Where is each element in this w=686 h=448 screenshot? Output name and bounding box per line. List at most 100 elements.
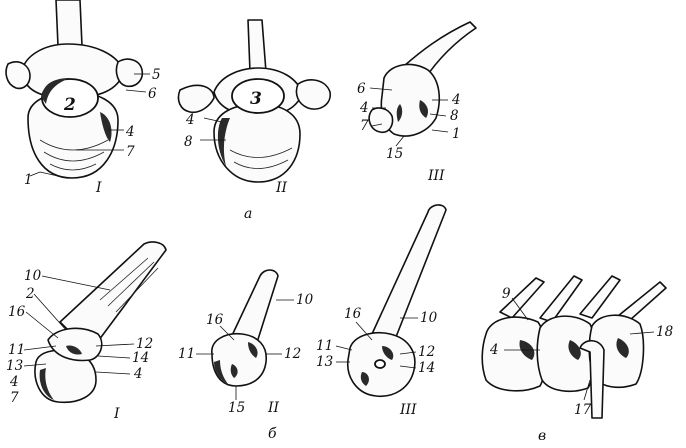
figure-c: 9 4 17 18	[481, 275, 674, 419]
spinous-process	[55, 0, 83, 47]
foramen-shade	[230, 364, 238, 378]
figure-a-II: 3 4 8 II	[177, 19, 331, 196]
label-b1-4a: 4	[9, 374, 19, 390]
label-b2-10: 10	[296, 292, 314, 308]
leader-1	[431, 129, 449, 133]
vertebra-1	[481, 316, 547, 392]
leader-6	[125, 89, 147, 93]
view-a-I: I	[95, 180, 102, 196]
shade-2	[568, 340, 581, 360]
label-b2-15: 15	[228, 400, 245, 416]
label-b2-12: 12	[284, 346, 301, 362]
leader-12	[399, 351, 417, 355]
leader-7	[371, 123, 383, 127]
label-b1-7: 7	[10, 390, 19, 406]
view-a-III: III	[427, 168, 445, 184]
label-b3-13: 13	[316, 354, 333, 370]
leader-14	[399, 365, 417, 369]
label-a3-8: 8	[450, 108, 459, 124]
transverse-process-right	[115, 58, 144, 88]
leader-18	[629, 331, 655, 335]
figure-b-III: 16 10 11 13 12 14 III	[316, 204, 447, 418]
label-b3-11: 11	[316, 338, 333, 354]
label-b1-4b: 4	[133, 366, 143, 382]
label-a3-6: 6	[357, 81, 366, 97]
label-b1-10: 10	[24, 268, 42, 284]
label-b1-16: 16	[8, 304, 26, 320]
label-a3-4l: 4	[359, 100, 369, 116]
label-b1-2: 2	[25, 286, 35, 302]
vertebral-body	[34, 349, 97, 404]
facet-shade	[382, 346, 394, 360]
facet-shade	[66, 345, 82, 355]
leader-16	[355, 321, 373, 341]
label-b3-14: 14	[418, 360, 435, 376]
view-b-III: III	[399, 402, 417, 418]
vertebra-2	[536, 315, 596, 393]
label-a1-2: 2	[63, 95, 76, 115]
spinous-process	[371, 204, 447, 343]
label-a3-7: 7	[360, 118, 369, 134]
figure-a-III: 6 4 7 4 8 1 15 III	[357, 21, 477, 184]
spine-3	[579, 275, 621, 319]
leader-1	[29, 171, 59, 177]
label-a1-5: 5	[152, 67, 161, 83]
figure-b-II: 16 10 11 12 15 II	[178, 269, 314, 416]
arch	[47, 327, 103, 362]
label-a2-8: 8	[184, 134, 193, 150]
rib-stub	[579, 339, 605, 419]
spine-hatching	[99, 257, 159, 313]
label-a2-4: 4	[185, 112, 195, 128]
vertebral-foramen	[231, 78, 285, 114]
label-a2-3: 3	[250, 89, 262, 109]
body-small	[368, 107, 394, 134]
label-a3-4r: 4	[451, 92, 461, 108]
body-shadow	[214, 360, 228, 384]
label-c-4: 4	[489, 342, 499, 358]
side-shade-1	[419, 100, 428, 118]
group-label-a: а	[244, 206, 252, 222]
leader-14	[97, 355, 131, 359]
view-b-I: I	[113, 406, 120, 422]
foramen-shadow	[42, 78, 70, 104]
view-a-II: II	[275, 180, 288, 196]
spine-2	[539, 275, 583, 323]
label-b1-11: 11	[8, 342, 25, 358]
leader-12	[95, 343, 135, 347]
label-a3-15: 15	[386, 146, 403, 162]
group-label-b: б	[268, 426, 277, 442]
label-b2-11: 11	[178, 346, 195, 362]
view-b-II: II	[267, 400, 280, 416]
rib-process	[403, 21, 477, 81]
leader-17	[583, 379, 591, 401]
leader-4b	[95, 371, 131, 375]
body-hatching	[229, 147, 293, 169]
label-b3-16: 16	[344, 306, 362, 322]
group-label-c: в	[538, 428, 546, 444]
vertebral-body	[211, 332, 267, 387]
leader-15	[395, 135, 405, 147]
side-shade-2	[396, 104, 403, 122]
leader-8	[429, 113, 447, 117]
leader-16	[25, 311, 59, 339]
label-c-18: 18	[656, 324, 674, 340]
spine-1	[499, 277, 545, 319]
figure-a-I: 1 2 4 5 6 7 I	[5, 0, 161, 196]
body-rim-shadow	[100, 112, 112, 142]
label-a3-1: 1	[452, 126, 461, 142]
leader-9	[511, 297, 529, 321]
leader-11	[23, 345, 57, 351]
transverse-process-left	[177, 84, 215, 114]
label-b2-16: 16	[206, 312, 224, 328]
label-c-9: 9	[502, 286, 511, 302]
label-a1-4: 4	[125, 124, 135, 140]
leader-10	[41, 275, 111, 291]
transverse-process-left	[5, 61, 31, 90]
spinous-process	[59, 241, 167, 353]
shade-3	[616, 338, 629, 358]
hole	[374, 359, 386, 369]
spine-4	[617, 281, 667, 321]
leader-16	[219, 325, 235, 341]
label-b3-10: 10	[420, 310, 438, 326]
